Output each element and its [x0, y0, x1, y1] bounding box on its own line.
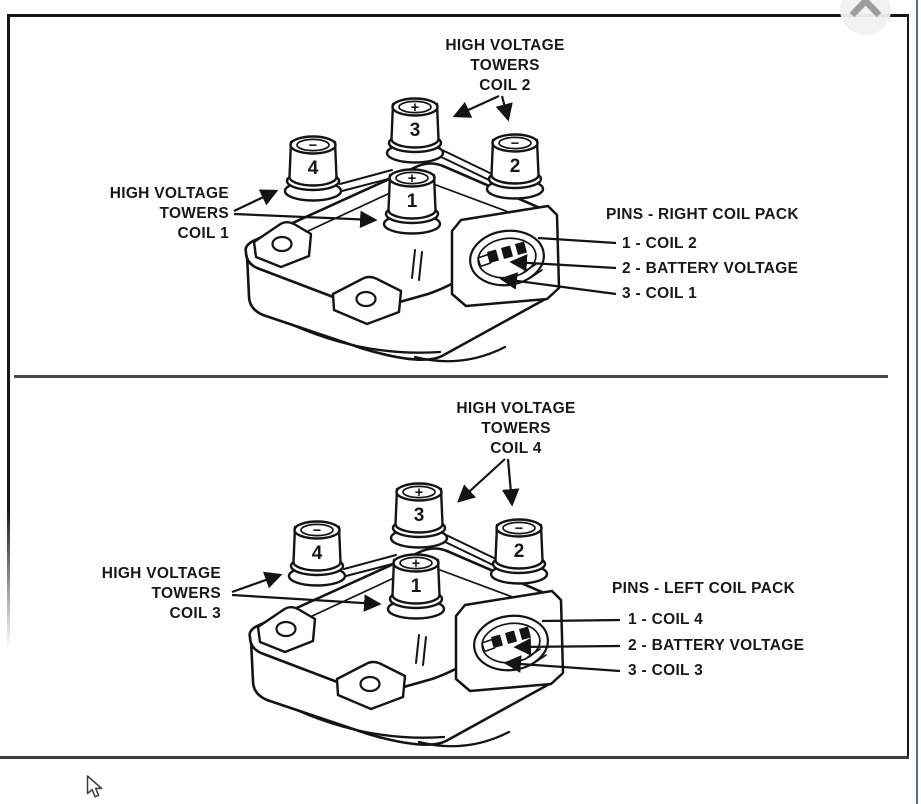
- tower-4-number: 4: [308, 158, 319, 179]
- callout-arrows: [233, 94, 617, 296]
- tower-2-number: 2: [510, 156, 521, 177]
- pin-label-2: 2 - BATTERY VOLTAGE: [622, 260, 798, 277]
- tower-3-sign: +: [415, 485, 423, 501]
- tower-1-number: 1: [407, 191, 418, 212]
- top-towers-label-line1: HIGH VOLTAGE: [445, 37, 564, 54]
- scroll-top-button[interactable]: [840, 0, 891, 35]
- frame-border-right: [906, 14, 910, 758]
- tower-3-number: 3: [414, 505, 425, 526]
- frame-border-bottom: [0, 755, 909, 759]
- callout-arrows: [231, 458, 621, 673]
- top-towers-label-line3: COIL 2: [479, 77, 530, 94]
- tower-2-sign: −: [515, 521, 523, 537]
- tower-2-number: 2: [514, 541, 525, 562]
- side-towers-label-line2: TOWERS: [159, 205, 229, 222]
- top-towers-label-line2: TOWERS: [470, 57, 540, 74]
- top-towers-label-line1: HIGH VOLTAGE: [456, 400, 575, 417]
- side-towers-label-line2: TOWERS: [151, 585, 221, 602]
- tower-3-sign: +: [411, 100, 419, 116]
- frame-border-top: [8, 14, 909, 17]
- side-towers-label-line1: HIGH VOLTAGE: [110, 185, 229, 202]
- pins-title: PINS - LEFT COIL PACK: [612, 580, 796, 597]
- side-towers-label-line3: COIL 3: [170, 605, 222, 622]
- pin-label-3: 3 - COIL 3: [628, 662, 703, 679]
- tower-1-sign: +: [408, 171, 416, 187]
- side-towers-label-line1: HIGH VOLTAGE: [102, 565, 221, 582]
- right-coil-pack-figure: HIGH VOLTAGE TOWERS COIL 2 HIGH VOLTAGE …: [110, 37, 799, 363]
- pin-label-1: 1 - COIL 4: [628, 611, 703, 628]
- section-divider: [14, 375, 888, 378]
- pin-label-3: 3 - COIL 1: [622, 285, 697, 302]
- tower-4-sign: −: [309, 138, 317, 154]
- tower-1-number: 1: [411, 576, 422, 597]
- pin-label-1: 1 - COIL 2: [622, 235, 697, 252]
- tower-2-sign: −: [511, 136, 519, 152]
- mouse-cursor: [86, 775, 103, 798]
- diagram-left-coil-pack: HIGH VOLTAGE TOWERS COIL 4 HIGH VOLTAGE …: [0, 363, 921, 761]
- left-coil-pack-figure: HIGH VOLTAGE TOWERS COIL 4 HIGH VOLTAGE …: [102, 400, 804, 748]
- frame-border-left: [7, 14, 10, 648]
- tower-4-sign: −: [313, 523, 321, 539]
- top-towers-label-line3: COIL 4: [490, 440, 542, 457]
- chevron-up-icon: [849, 0, 882, 18]
- pin-label-2: 2 - BATTERY VOLTAGE: [628, 637, 804, 654]
- window-edge-line: [915, 0, 919, 804]
- diagram-right-coil-pack: HIGH VOLTAGE TOWERS COIL 2 HIGH VOLTAGE …: [0, 0, 921, 378]
- tower-4-number: 4: [312, 543, 323, 564]
- tower-3-number: 3: [410, 120, 421, 141]
- side-towers-label-line3: COIL 1: [178, 225, 230, 242]
- tower-1-sign: +: [412, 556, 420, 572]
- pins-title: PINS - RIGHT COIL PACK: [606, 206, 799, 223]
- top-towers-label-line2: TOWERS: [481, 420, 551, 437]
